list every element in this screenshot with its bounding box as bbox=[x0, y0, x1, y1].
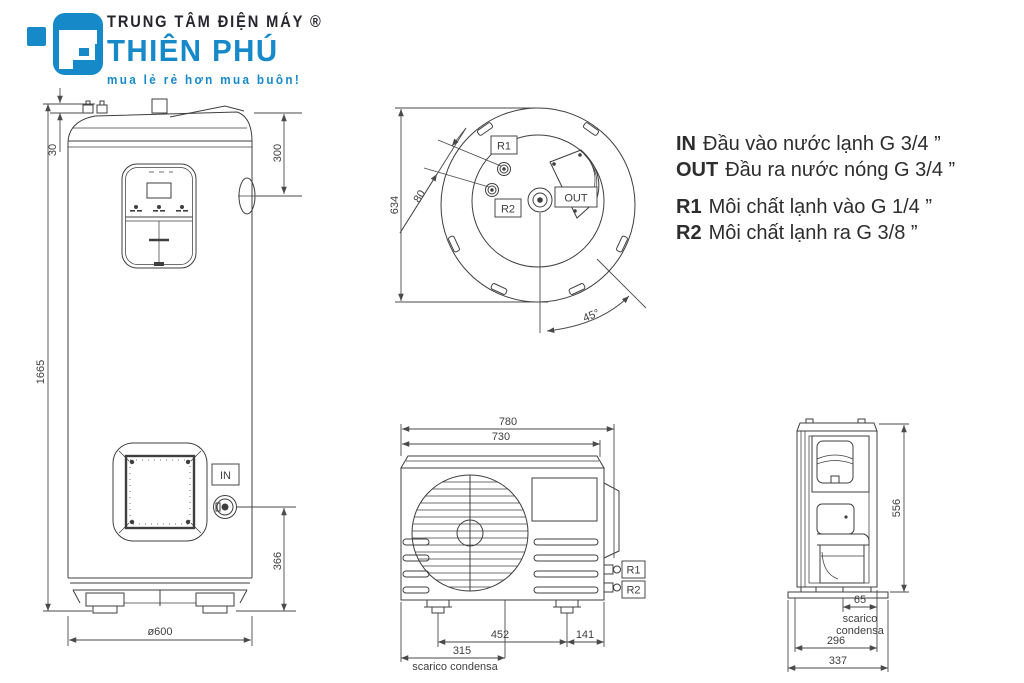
thien-phu-logo-icon bbox=[27, 13, 103, 75]
dim-width-body: 730 bbox=[492, 431, 510, 443]
legend-key-r2: R2 bbox=[676, 222, 702, 244]
tank-top-fittings bbox=[82, 98, 245, 118]
brand-name-text: THIÊN PHÚ bbox=[107, 33, 279, 68]
rating-plate bbox=[531, 477, 598, 522]
r1-label: R1 bbox=[497, 141, 511, 153]
r2-label: R2 bbox=[501, 204, 515, 216]
legend-line-r1: R1 Môi chất lạnh vào G 1/4 ” bbox=[676, 194, 955, 220]
side-lower-component bbox=[816, 503, 870, 584]
drain-label-line2: condensa bbox=[836, 625, 885, 637]
dim-height: 556 bbox=[891, 499, 903, 517]
tank-control-panel bbox=[121, 163, 197, 269]
legend-key-in: IN bbox=[676, 133, 696, 155]
base-plate bbox=[787, 591, 889, 599]
tank-rim-tabs bbox=[448, 122, 628, 295]
dim-total-height: 1665 bbox=[35, 360, 47, 384]
drain-label-line1: scarico bbox=[843, 613, 878, 625]
fan-grill bbox=[411, 474, 529, 592]
tank-access-panel bbox=[112, 442, 208, 542]
legend-key-out: OUT bbox=[676, 159, 719, 181]
tank-inlet-port bbox=[213, 495, 237, 519]
side-upper-component bbox=[811, 435, 870, 493]
legend-line-in: IN Đầu vào nước lạnh G 3/4 ” bbox=[676, 131, 955, 157]
tank-base bbox=[68, 577, 252, 614]
r2-port bbox=[485, 183, 499, 197]
dim-inlet-height: 366 bbox=[272, 552, 284, 570]
dim-drain-offset-side: 65 bbox=[854, 594, 866, 606]
refrigerant-fittings bbox=[603, 564, 621, 593]
legend-text-r1: Môi chất lạnh vào G 1/4 ” bbox=[708, 196, 933, 218]
legend-text-out: Đầu ra nước nóng G 3/4 ” bbox=[725, 159, 956, 181]
legend-text-in: Đầu vào nước lạnh G 3/4 ” bbox=[703, 133, 941, 155]
out-port bbox=[527, 187, 553, 213]
dim-port-spacing: 80 bbox=[412, 188, 429, 205]
legend-key-r1: R1 bbox=[676, 196, 702, 218]
outdoor-feet bbox=[424, 599, 581, 614]
tank-front-dimensions: 1665 30 300 366 ø600 bbox=[35, 88, 302, 646]
legend-line-r2: R2 Môi chất lạnh ra G 3/8 ” bbox=[676, 220, 955, 246]
brand-logo: TRUNG TÂM ĐIỆN MÁY ® THIÊN PHÚ mua lẻ rẻ… bbox=[25, 8, 355, 88]
dim-depth-total: 337 bbox=[829, 655, 847, 667]
angle-dimension: 45° bbox=[539, 213, 647, 333]
port-spacing-dimension: 80 bbox=[399, 127, 502, 234]
dim-feet-span: 452 bbox=[491, 629, 509, 641]
drain-label: scarico condensa bbox=[412, 661, 498, 673]
legend-line-out: OUT Đầu ra nước nóng G 3/4 ” bbox=[676, 157, 955, 183]
r2-fitting-label: R2 bbox=[626, 585, 640, 597]
brand-tagline: mua lẻ rẻ hơn mua buôn! bbox=[107, 72, 302, 87]
out-label: OUT bbox=[564, 193, 588, 205]
connection-legend: IN Đầu vào nước lạnh G 3/4 ” OUT Đầu ra nư… bbox=[676, 131, 955, 246]
tank-top-drawing: 80 634 45° R1 R2 OUT bbox=[389, 107, 647, 333]
louvers bbox=[402, 538, 599, 594]
in-label-box bbox=[211, 463, 240, 486]
r1-fitting-label: R1 bbox=[626, 565, 640, 577]
in-label: IN bbox=[220, 470, 231, 482]
dim-depth: 634 bbox=[389, 196, 401, 214]
r1-port bbox=[497, 162, 511, 176]
dim-top-offset: 30 bbox=[47, 144, 59, 156]
dim-depth-feet: 296 bbox=[827, 635, 845, 647]
dim-width-total: 780 bbox=[499, 416, 517, 428]
legend-text-r2: Môi chất lạnh ra G 3/8 ” bbox=[708, 222, 918, 244]
outdoor-unit-front-drawing: R1 R2 780 730 452 141 bbox=[400, 416, 646, 673]
dim-angle: 45° bbox=[581, 307, 601, 324]
brand-top-text: TRUNG TÂM ĐIỆN MÁY ® bbox=[107, 12, 323, 31]
top-panel bbox=[549, 149, 600, 219]
outdoor-unit-side-drawing: 556 65 scarico condensa 296 337 bbox=[787, 418, 909, 672]
dim-side-offset: 141 bbox=[576, 629, 594, 641]
outdoor-side-dimensions: 556 65 scarico condensa 296 337 bbox=[787, 423, 909, 672]
outdoor-front-dimensions: 780 730 452 141 315 scarico condensa bbox=[400, 416, 615, 673]
dim-diameter: ø600 bbox=[147, 626, 172, 638]
dim-outlet-offset: 300 bbox=[272, 144, 284, 162]
tank-front-drawing: IN 1665 30 300 bbox=[35, 88, 302, 646]
dim-drain-offset: 315 bbox=[453, 645, 471, 657]
